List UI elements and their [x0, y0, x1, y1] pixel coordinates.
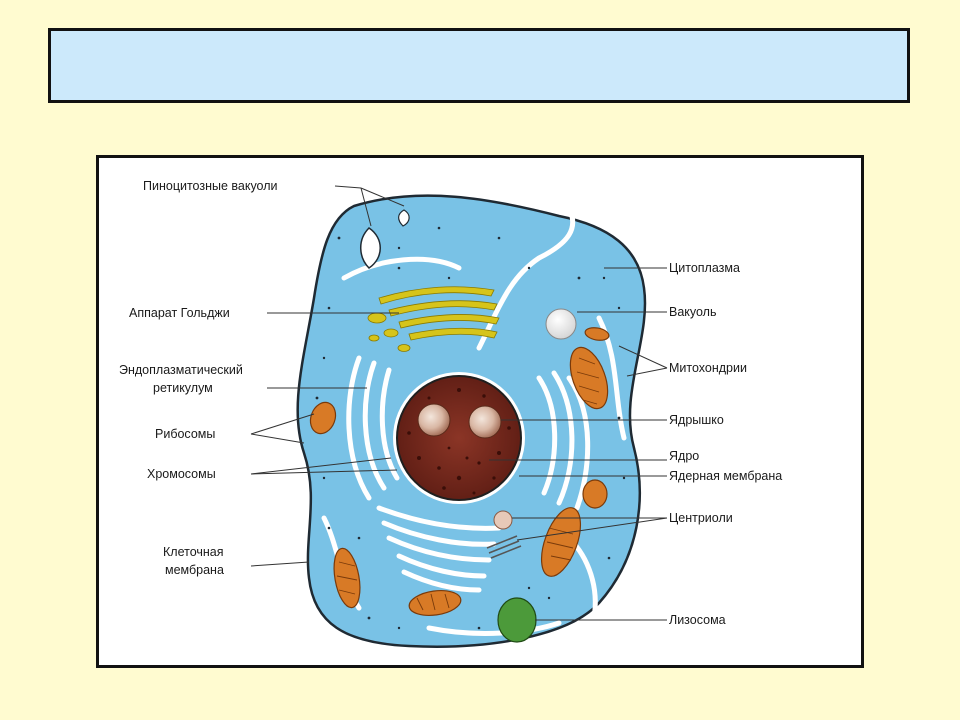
- pinocytic-vacuole: [360, 227, 381, 269]
- mitochondrion: [584, 327, 610, 341]
- label-pinocytic-vacuoles: Пиноцитозные вакуоли: [143, 179, 278, 193]
- label-nuclear-membrane: Ядерная мембрана: [669, 469, 782, 483]
- label-er-line2: ретикулум: [153, 381, 213, 395]
- label-centrioles: Центриоли: [669, 511, 733, 525]
- label-nucleus: Ядро: [669, 449, 699, 463]
- pinocytic-vacuole: [398, 209, 410, 227]
- mitochondrion: [569, 346, 609, 410]
- label-er-line1: Эндоплазматический: [119, 363, 243, 377]
- vacuole: [545, 308, 577, 340]
- label-nucleolus: Ядрышко: [669, 413, 724, 427]
- cell-diagram: Пиноцитозные вакуоли Аппарат Гольджи Энд…: [119, 179, 782, 648]
- lysosome: [497, 597, 537, 643]
- centrioles: [486, 510, 522, 559]
- label-lysosome: Лизосома: [669, 613, 726, 627]
- mitochondrion: [408, 589, 462, 617]
- golgi-apparatus: [367, 286, 500, 352]
- nuclear-membrane: [396, 375, 522, 501]
- label-mitochondria: Митохондрии: [669, 361, 747, 375]
- nucleolus: [468, 405, 502, 439]
- nucleus: [393, 372, 525, 504]
- leader-lines: [250, 185, 668, 621]
- title-banner: [48, 28, 910, 103]
- label-vacuole: Вакуоль: [669, 305, 716, 319]
- nucleolus: [417, 403, 451, 437]
- ribosomes: [315, 226, 626, 630]
- label-membrane-line1: Клеточная: [163, 545, 224, 559]
- label-golgi: Аппарат Гольджи: [129, 306, 230, 320]
- mitochondrion: [582, 479, 608, 509]
- label-membrane-line2: мембрана: [165, 563, 224, 577]
- mitochondria-group: [309, 327, 610, 617]
- mitochondrion: [309, 401, 337, 435]
- label-chromosomes: Хромосомы: [147, 467, 216, 481]
- diagram-frame: Пиноцитозные вакуоли Аппарат Гольджи Энд…: [96, 155, 864, 668]
- mitochondrion: [540, 507, 582, 577]
- label-cytoplasm: Цитоплазма: [669, 261, 740, 275]
- label-ribosomes: Рибосомы: [155, 427, 215, 441]
